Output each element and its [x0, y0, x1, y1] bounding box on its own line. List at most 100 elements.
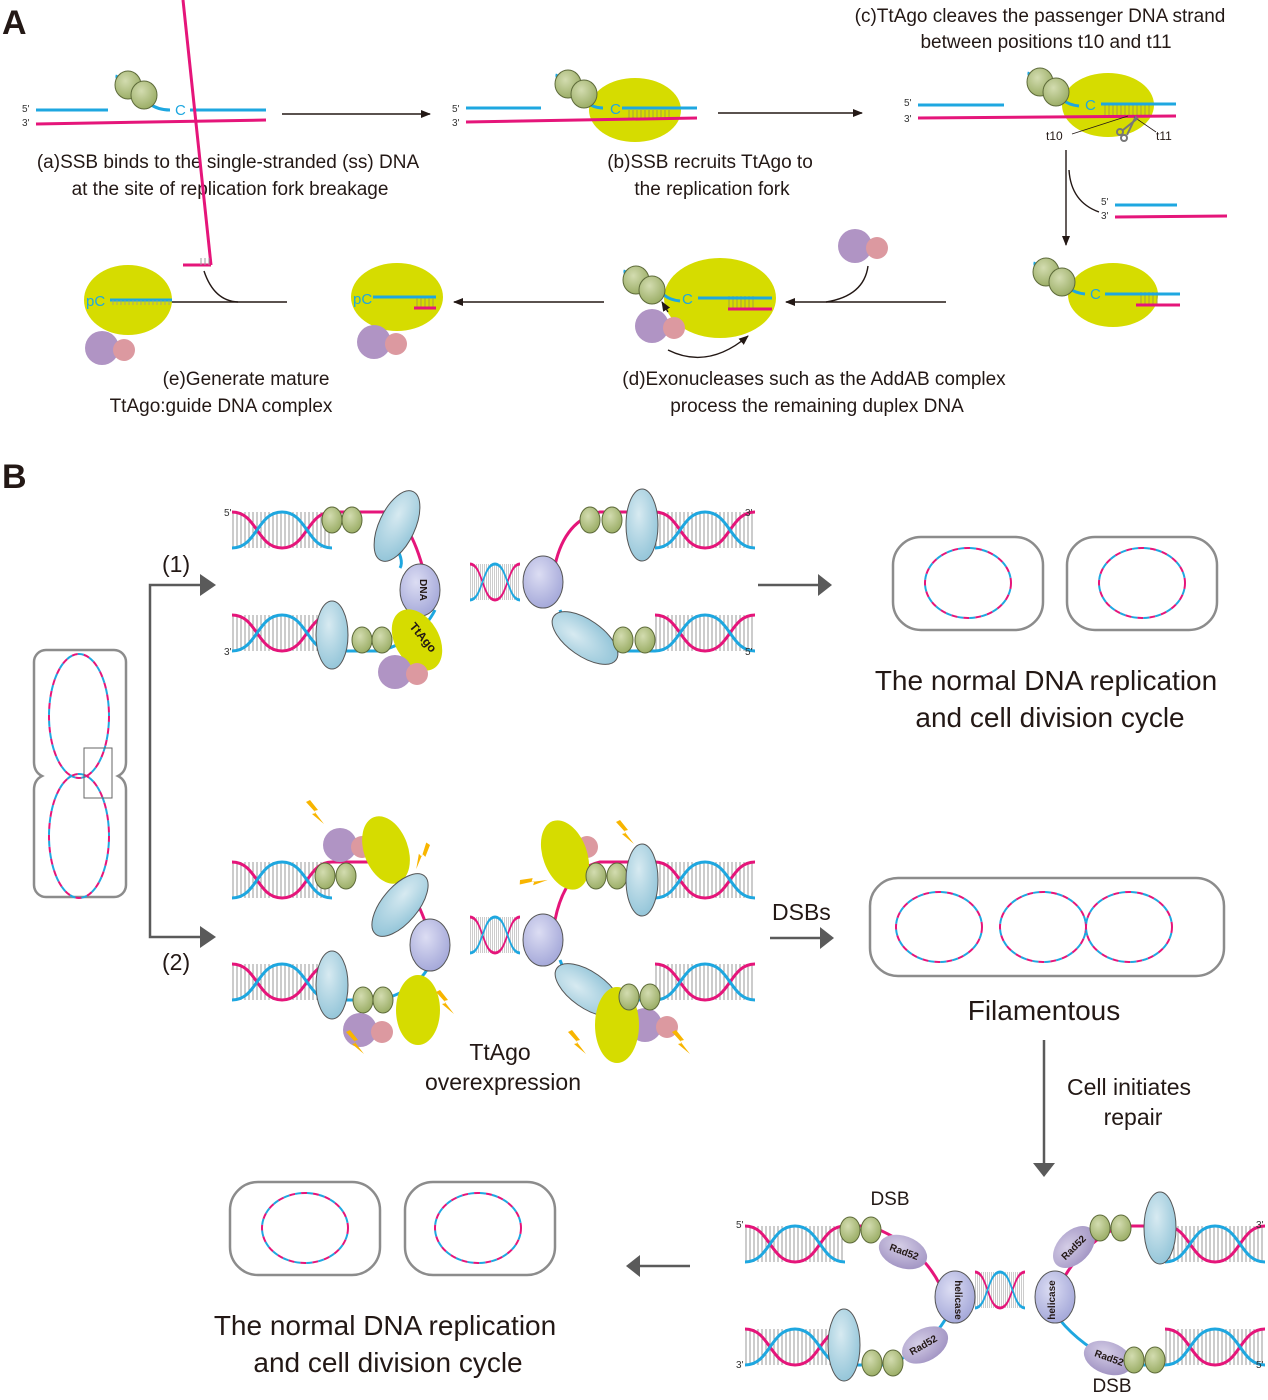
t11-label: t11 [1156, 129, 1172, 143]
dna-pol-iii [625, 843, 659, 917]
step-e-caption-line2: TtAgo:guide DNA complex [110, 396, 333, 417]
addab-complex-icon [85, 331, 135, 365]
step-c-diagram: (c)TtAgo cleaves the passenger DNA stran… [785, 6, 1228, 327]
nucleotide-c: C [175, 102, 186, 119]
dna-helicase [934, 1270, 976, 1324]
dna-pol-iii [1143, 1191, 1177, 1265]
replication-fork-overexpression [230, 800, 757, 1063]
dna-pol-iii [827, 1308, 861, 1382]
nucleotide-c: C [610, 101, 621, 118]
daughter-cells-final [228, 1180, 557, 1277]
five-prime-label: 5' [745, 647, 753, 658]
lightning-icon [616, 820, 634, 844]
three-prime-label: 3' [736, 1360, 744, 1371]
dna-pol-iii [625, 488, 659, 562]
five-prime-label: 5' [904, 98, 912, 109]
three-prime-label: 3' [224, 647, 232, 658]
branch-lines [148, 583, 210, 939]
passenger-strand [35, 118, 267, 126]
dna-helicase [409, 918, 451, 972]
ttago-protein [540, 820, 590, 890]
three-prime-label: 3' [745, 508, 753, 519]
lightning-icon [518, 867, 548, 896]
step-b-caption-line2: the replication fork [634, 179, 790, 200]
five-prime-label: 5' [736, 1220, 744, 1231]
addab-complex-icon [838, 229, 888, 263]
scissors-icon [1116, 115, 1139, 142]
dna-pol-iii [315, 600, 349, 670]
step-b-diagram: 5' 3' C (b)SSB recruits TtAgo to the rep… [452, 68, 863, 200]
final-outcome-line1: The normal DNA replication [214, 1310, 556, 1341]
dna-helicase [1034, 1270, 1076, 1324]
step-e-intermediate: pC [154, 0, 443, 359]
helicase-label: DNA [417, 579, 428, 601]
ttago-protein [362, 816, 410, 884]
overexpression-line2: overexpression [425, 1069, 581, 1095]
five-prime-label: 5' [1256, 1360, 1264, 1371]
ssb-dimer-icon [621, 264, 667, 306]
rad52-protein [878, 1234, 928, 1270]
daughter-cells-normal [891, 535, 1219, 632]
dna-pol-iii [373, 490, 421, 562]
dna-pol-iii [315, 950, 349, 1020]
ssb-dimer-icon [1025, 66, 1071, 108]
step-c-caption-line1: (c)TtAgo cleaves the passenger DNA stran… [855, 6, 1226, 27]
replication-fork-repair: DSB DSB 5' 3' 3' 5' Rad52 Rad52 Rad52 Ra… [736, 1189, 1267, 1397]
step-e-diagram: pC (e)Generate mature TtAgo:guide DNA co… [84, 265, 333, 417]
dsbs-label: DSBs [772, 899, 831, 925]
ttago-protein [391, 609, 443, 671]
dividing-cell [32, 648, 128, 899]
three-prime-label: 3' [904, 114, 912, 125]
step-a-diagram: 5' 3' C (a)SSB binds to the single-stran… [22, 69, 431, 200]
lightning-icon [306, 800, 324, 824]
repair-line2: repair [1104, 1104, 1163, 1130]
addab-complex-icon [343, 1013, 393, 1047]
step-d-caption-line1: (d)Exonucleases such as the AddAB comple… [622, 369, 1006, 390]
t10-label: t10 [1046, 129, 1063, 143]
overexpression-line1: TtAgo [469, 1039, 530, 1065]
dsb-label-bottom: DSB [1092, 1376, 1131, 1397]
three-prime-label: 3' [1256, 1220, 1264, 1231]
helicase-label: helicase [952, 1280, 963, 1320]
step-d-caption-line2: process the remaining duplex DNA [670, 396, 964, 417]
ssb-dimer-icon [113, 69, 159, 111]
panel-b-label: B [2, 458, 27, 496]
five-prime-label: 5' [452, 104, 460, 115]
arrow-pathway-1 [200, 574, 216, 596]
step-d-diagram: C (d)Exonucleases such as the AddAB comp… [453, 258, 1006, 417]
panel-a-label: A [2, 4, 27, 42]
dna-helicase [522, 913, 564, 967]
normal-outcome-line2: and cell division cycle [915, 702, 1184, 733]
filamentous-label: Filamentous [968, 995, 1121, 1026]
repair-line1: Cell initiates [1067, 1074, 1191, 1100]
three-prime-label: 3' [22, 118, 30, 129]
nucleotide-c: C [1085, 97, 1096, 114]
pc-label: pC [86, 293, 105, 310]
three-prime-label: 3' [1101, 211, 1109, 222]
dsb-label-top: DSB [870, 1189, 909, 1210]
ttago-protein [396, 975, 440, 1045]
pathway-2-label: (2) [162, 949, 190, 975]
lightning-icon [407, 841, 437, 870]
ssb-dimer-icon [1031, 256, 1077, 298]
arrow-pathway-2 [200, 926, 216, 948]
step-e-caption-line1: (e)Generate mature [163, 369, 330, 390]
dna-pol-iii [371, 873, 429, 937]
ssb-dimer-icon [553, 68, 599, 110]
step-c-caption-line2: between positions t10 and t11 [920, 32, 1171, 53]
dna-pol-iii [551, 611, 619, 665]
step-a-caption-line1: (a)SSB binds to the single-stranded (ss)… [37, 152, 420, 173]
replication-fork-normal: 5' 3' 3' 5' DNA TtAgo [224, 488, 757, 689]
five-prime-label: 5' [1101, 197, 1109, 208]
helicase-label: helicase [1047, 1280, 1058, 1320]
three-prime-label: 3' [452, 118, 460, 129]
lightning-icon [672, 1030, 690, 1054]
nucleotide-c: C [682, 291, 693, 308]
normal-outcome-line1: The normal DNA replication [875, 665, 1217, 696]
pc-label: pC [353, 291, 372, 308]
step-b-caption-line1: (b)SSB recruits TtAgo to [607, 152, 813, 173]
five-prime-label: 5' [22, 104, 30, 115]
lightning-icon [568, 1030, 586, 1054]
final-outcome-line2: and cell division cycle [253, 1347, 522, 1378]
